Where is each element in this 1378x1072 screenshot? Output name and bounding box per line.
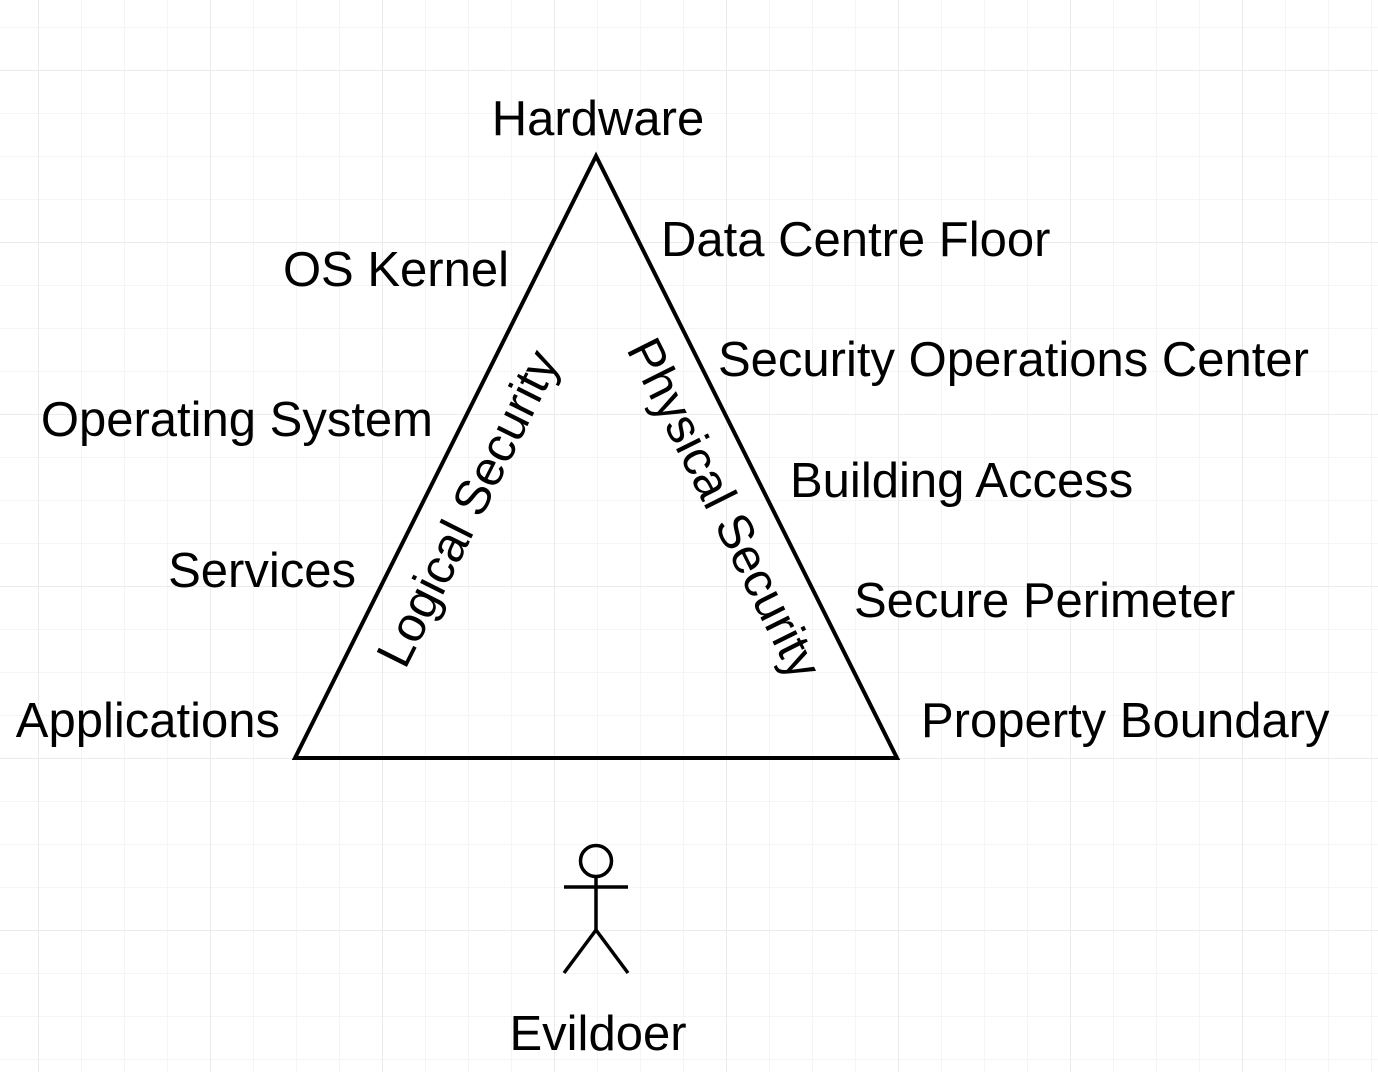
- security-triangle[interactable]: [291, 151, 901, 760]
- layer-data-centre-floor: Data Centre Floor: [661, 213, 1050, 267]
- layer-services: Services: [168, 544, 356, 598]
- actor-label: Evildoer: [509, 1007, 686, 1061]
- apex-label: Hardware: [492, 92, 704, 146]
- logical-security-label: Logical Security: [367, 341, 570, 675]
- layer-operating-system: Operating System: [41, 393, 433, 447]
- layer-secure-perimeter: Secure Perimeter: [854, 574, 1235, 628]
- layer-applications: Applications: [16, 694, 280, 748]
- layer-property-boundary: Property Boundary: [921, 694, 1330, 748]
- layer-os-kernel: OS Kernel: [283, 243, 509, 297]
- evildoer-actor-icon[interactable]: [562, 843, 630, 975]
- layer-security-operations-center: Security Operations Center: [718, 333, 1309, 387]
- layer-building-access: Building Access: [790, 454, 1133, 508]
